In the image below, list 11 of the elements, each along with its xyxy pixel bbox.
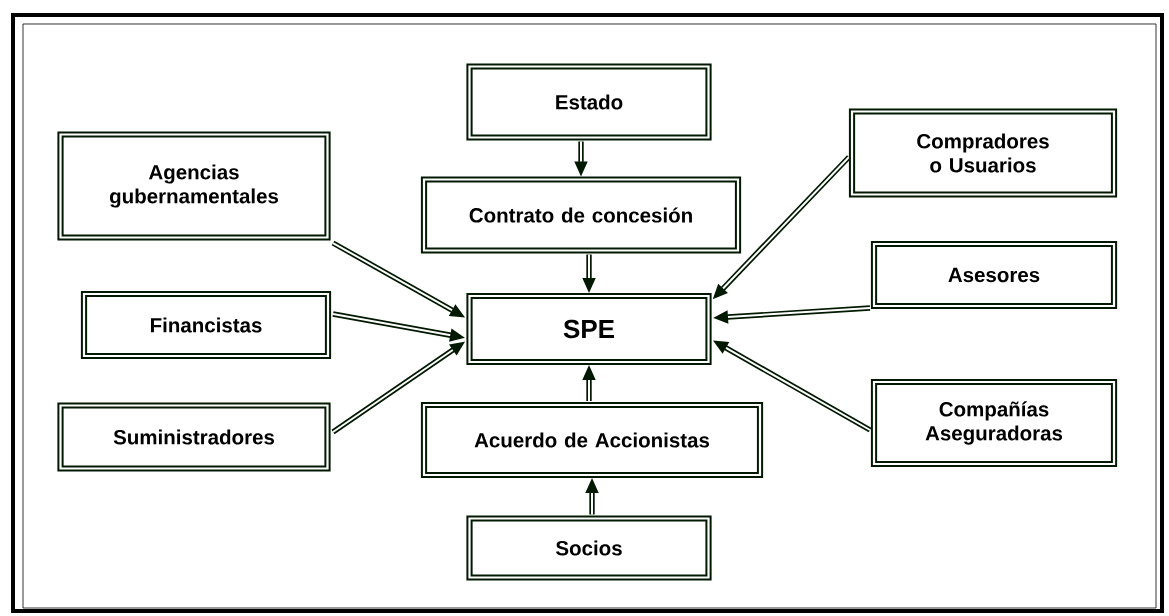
text-box: Acuerdo de Accionistas: [420, 401, 764, 479]
text-box: Asesores: [870, 240, 1118, 310]
text-box: Compradores o Usuarios: [848, 108, 1118, 198]
text-box: Financistas: [80, 290, 332, 360]
text-box: Estado: [466, 63, 712, 141]
text-box: Compañías Aseguradoras: [870, 378, 1118, 468]
text-box: Agencias gubernamentales: [57, 131, 331, 241]
text-box: Socios: [466, 515, 712, 581]
text-box: Contrato de concesión: [420, 176, 742, 254]
text-box: Suministradores: [57, 402, 331, 472]
text-box: SPE: [466, 292, 712, 366]
